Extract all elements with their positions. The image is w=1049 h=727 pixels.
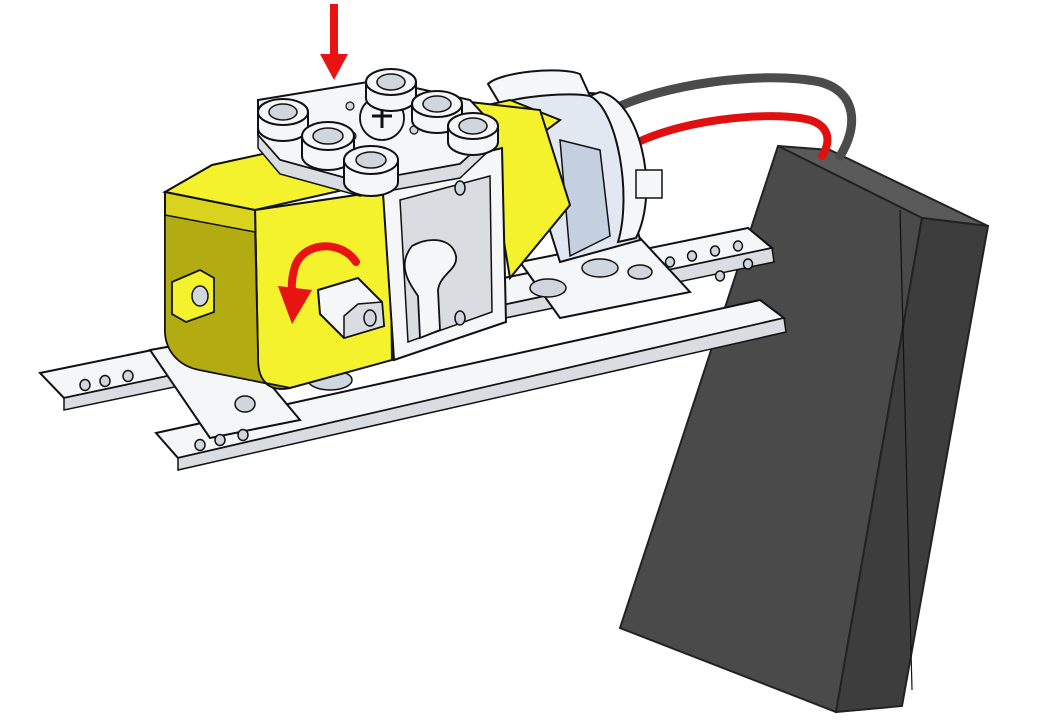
rail-holes: [79, 240, 754, 452]
rail-hole: [686, 250, 698, 262]
battery-edge: [899, 209, 913, 691]
pin-socket: [365, 68, 417, 112]
bracket-hole: [454, 310, 466, 326]
rail-hole: [714, 270, 726, 282]
rail-hole: [99, 374, 111, 388]
hub-small-hole: [345, 101, 355, 111]
pin-socket: [343, 145, 399, 197]
output-shaft: [316, 276, 386, 340]
frame-socket: [627, 264, 653, 280]
rail-hole: [194, 438, 206, 452]
rail-hole: [664, 256, 676, 268]
rail-hole: [732, 240, 744, 252]
counterclockwise-arrow-icon: [278, 242, 360, 324]
gearbox-left-band: [164, 214, 291, 390]
frame-socket: [581, 258, 619, 278]
mounting-bracket: [380, 146, 508, 362]
frame-socket: [529, 278, 567, 298]
black-wire: [607, 73, 857, 161]
rail-hole: [237, 428, 249, 442]
bracket-hole: [454, 180, 466, 196]
down-arrow-icon: [320, 4, 348, 80]
rail-hole: [122, 369, 134, 383]
motor-end-cap: [587, 90, 648, 244]
wires: [607, 73, 857, 161]
rail-hole: [742, 258, 754, 270]
pin-socket: [447, 112, 499, 156]
front-rail-side: [177, 317, 787, 471]
top-connector-hub: [257, 68, 500, 197]
side-socket-hole: [191, 285, 209, 307]
rail-hole: [79, 378, 91, 392]
bracket-keyhole: [403, 239, 457, 340]
motor-can-shade: [559, 139, 611, 258]
shaft-hole: [363, 309, 377, 327]
rail-hole: [214, 433, 226, 447]
motor-clip: [486, 69, 592, 106]
pin-socket: [257, 98, 309, 142]
red-wire: [626, 112, 832, 160]
motor-terminal: [635, 169, 663, 199]
rail-hole: [709, 245, 721, 257]
battery-right-face: [834, 216, 990, 714]
battery-box: [618, 144, 990, 714]
frame-socket: [234, 395, 256, 413]
